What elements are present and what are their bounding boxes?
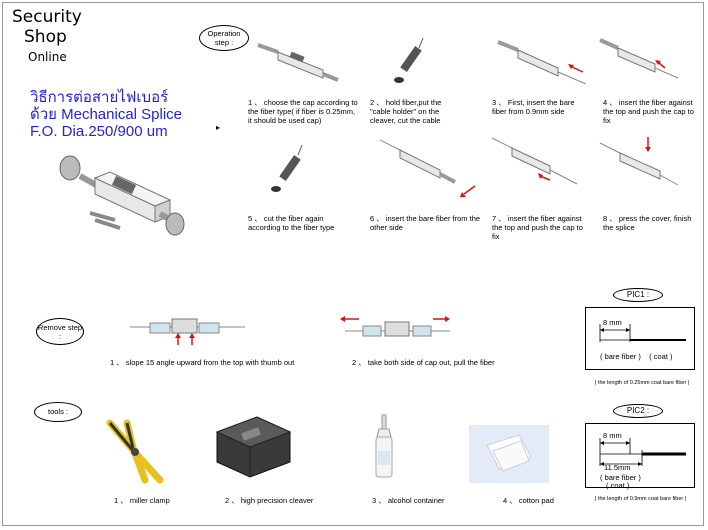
step-4-caption: 4 、 insert the fiber against the top and… xyxy=(603,98,694,125)
pic2-dimension-1: 8 mm xyxy=(603,431,622,440)
high-precision-cleaver-image xyxy=(215,416,292,478)
pic1-legend: ( bare fiber ) ( coat ) xyxy=(600,352,673,361)
remove-step-2-caption: 2 、 take both side of cap out, pull the … xyxy=(352,358,495,367)
pic2-legend-1: ( bare fiber ) xyxy=(600,473,641,482)
step-4-image xyxy=(599,38,679,79)
pic2-label-text: PIC2 : xyxy=(626,406,650,415)
bullet-icon: ▸ xyxy=(216,123,221,132)
mechanical-splice-image xyxy=(59,155,185,236)
step-6-caption: 6 、 insert the bare fiber from the other… xyxy=(370,214,481,232)
pic2-diagram: 8 mm 11.5mm ( bare fiber ) ( coat ) xyxy=(585,423,695,490)
logo-line-2: Shop xyxy=(24,27,67,47)
tools-text: tools : xyxy=(47,407,68,416)
step-5-image xyxy=(271,144,303,192)
miller-clamp-image xyxy=(106,419,164,484)
tool-4-caption: 4 、 cotton pad xyxy=(503,496,554,505)
title-line-3: F.O. Dia.250/900 um xyxy=(30,123,168,140)
operation-step-label: Operation step : xyxy=(199,25,249,51)
operation-step-text: Operation step : xyxy=(207,29,241,47)
pic1-diagram: 8 mm ( bare fiber ) ( coat ) xyxy=(585,307,695,370)
pic1-dimension: 8 mm xyxy=(603,318,622,327)
cotton-pad-image xyxy=(469,425,549,483)
page-title: วิธีการต่อสายไฟเบอร์ ด้วย Mechanical Spl… xyxy=(30,89,182,140)
step-1-image xyxy=(257,43,339,82)
tool-3-caption: 3 、 alcohol container xyxy=(372,496,445,505)
remove-step-1-caption: 1 、 slope 15 angle upward from the top w… xyxy=(110,358,295,367)
step-8-caption: 8 、 press the cover, finish the splice xyxy=(603,214,692,232)
pic1-note: | the length of 0.25mm coat bare fiber | xyxy=(595,380,690,386)
title-line-2: ด้วย Mechanical Splice xyxy=(30,106,183,123)
pic2-dimension-2: 11.5mm xyxy=(604,463,631,472)
logo-line-1: Security xyxy=(12,7,82,27)
pic2-legend-2: ( coat ) xyxy=(606,481,630,490)
step-8-image xyxy=(599,137,679,186)
title-line-1: วิธีการต่อสายไฟเบอร์ xyxy=(30,89,169,106)
pic2-note: | the length of 0.9mm coat bare fiber | xyxy=(595,496,687,502)
step-6-image xyxy=(379,139,476,197)
remove-step-2-image xyxy=(340,316,450,337)
remove-step-label: Remove step : xyxy=(36,318,84,345)
alcohol-container-image xyxy=(375,414,393,478)
pic1-label-text: PIC1 : xyxy=(626,290,650,299)
step-1-caption: 1 、 choose the cap according to the fibe… xyxy=(248,98,358,125)
step-7-caption: 7 、 insert the fiber against the top and… xyxy=(492,214,583,241)
remove-step-1-image xyxy=(130,318,245,345)
tool-2-caption: 2 、 high precision cleaver xyxy=(225,496,314,505)
step-7-image xyxy=(491,137,578,185)
step-2-image xyxy=(394,37,424,83)
tools-label: tools : xyxy=(34,402,82,422)
pic2-label: PIC2 : xyxy=(613,404,663,418)
step-5-caption: 5 、 cut the fiber again according to the… xyxy=(248,214,335,232)
step-3-caption: 3 、 First, insert the bare fiber from 0.… xyxy=(492,98,575,116)
logo-line-3: Online xyxy=(28,50,67,64)
logo: Security Shop Online xyxy=(12,7,82,67)
pic1-label: PIC1 : xyxy=(613,288,663,302)
step-2-caption: 2 、 hold fiber,put the "cable holder" on… xyxy=(370,98,442,125)
tool-1-caption: 1 、 miller clamp xyxy=(114,496,170,505)
remove-step-text: Remove step : xyxy=(37,323,83,341)
step-3-image xyxy=(497,40,587,85)
